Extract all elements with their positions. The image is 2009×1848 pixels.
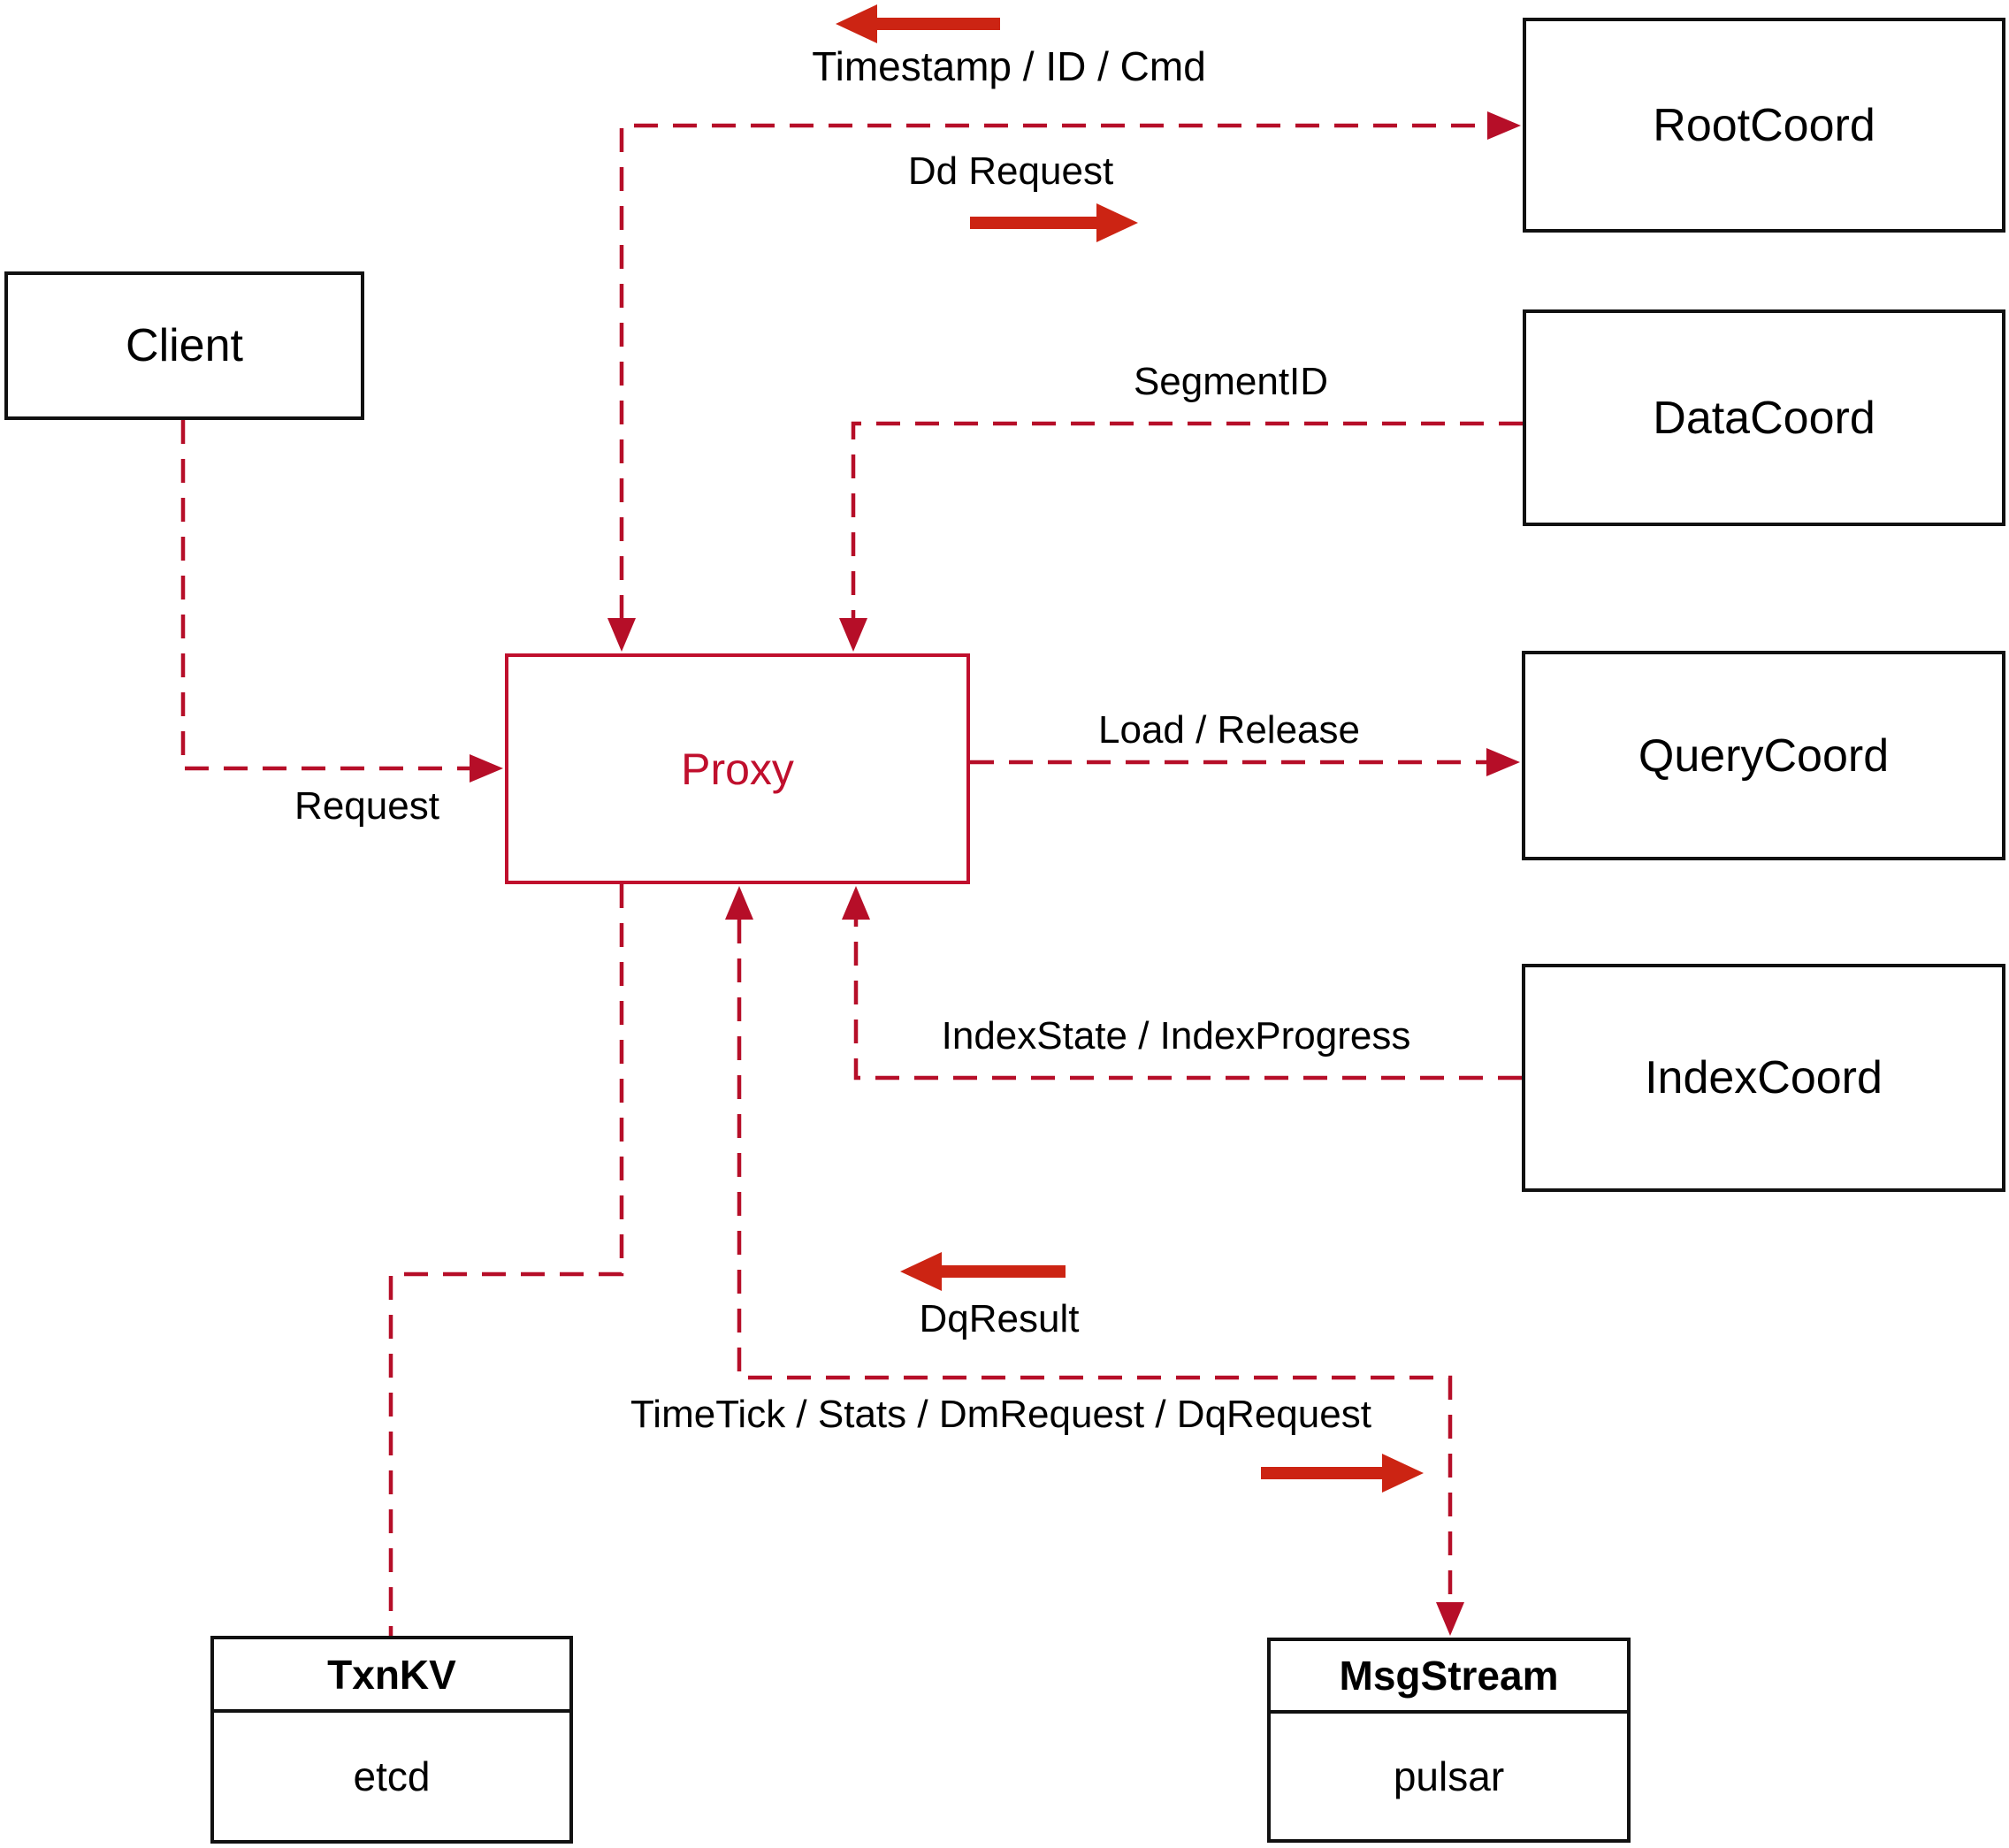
edge-label-indexstate-indexprogress: IndexState / IndexProgress: [941, 1014, 1411, 1058]
edge-label-dqresult: DqResult: [919, 1297, 1080, 1340]
arrow-left-timestamp-icon: [836, 4, 1000, 43]
arrowhead-into-proxy-top-left-icon: [607, 618, 636, 652]
node-msgstream-title: MsgStream: [1271, 1641, 1627, 1714]
arrowhead-into-msgstream-icon: [1436, 1602, 1464, 1636]
arrow-right-timetick-icon: [1261, 1454, 1424, 1493]
node-querycoord: QueryCoord: [1522, 651, 2005, 860]
node-client: Client: [4, 271, 364, 420]
edge-indexcoord-proxy: [853, 920, 1522, 1081]
edge-label-load-release: Load / Release: [1098, 708, 1360, 752]
node-querycoord-label: QueryCoord: [1638, 729, 1890, 782]
arrowhead-into-proxy-bottom-right-icon: [842, 886, 870, 920]
edge-client-proxy: [180, 420, 470, 771]
edge-label-request: Request: [294, 784, 439, 828]
edge-proxy-rootcoord: [619, 123, 1487, 619]
arrowhead-into-proxy-bottom-left-icon: [725, 886, 753, 920]
arrowhead-into-proxy-top-right-icon: [839, 618, 867, 652]
node-rootcoord: RootCoord: [1523, 18, 2005, 233]
node-msgstream: MsgStream pulsar: [1267, 1638, 1631, 1843]
node-datacoord-label: DataCoord: [1653, 392, 1875, 444]
edge-label-segmentid: SegmentID: [1133, 360, 1329, 403]
edge-datacoord-proxy: [851, 421, 1523, 619]
arrowhead-into-rootcoord-icon: [1487, 111, 1521, 140]
arrow-right-dd-request-icon: [970, 203, 1138, 242]
node-client-label: Client: [126, 320, 243, 371]
node-rootcoord-label: RootCoord: [1653, 99, 1875, 151]
node-indexcoord-label: IndexCoord: [1645, 1052, 1883, 1103]
arrowhead-into-querycoord-icon: [1486, 748, 1520, 776]
node-txnkv-title: TxnKV: [214, 1639, 569, 1713]
node-datacoord: DataCoord: [1523, 309, 2005, 526]
arrow-left-dqresult-icon: [900, 1252, 1066, 1291]
node-txnkv: TxnKV etcd: [210, 1636, 573, 1844]
node-proxy: Proxy: [505, 653, 970, 884]
edge-proxy-txnkv: [388, 884, 624, 1636]
node-proxy-label: Proxy: [681, 744, 794, 794]
node-msgstream-impl: pulsar: [1393, 1753, 1505, 1799]
node-indexcoord: IndexCoord: [1522, 964, 2005, 1192]
edge-label-timetick-stats-dmrequest-dqrequest: TimeTick / Stats / DmRequest / DqRequest: [630, 1393, 1371, 1436]
edge-label-dd-request: Dd Request: [907, 149, 1114, 193]
edge-label-timestamp-id-cmd: Timestamp / ID / Cmd: [812, 43, 1206, 89]
node-txnkv-impl: etcd: [353, 1753, 431, 1799]
arrowhead-into-proxy-left-icon: [470, 754, 503, 783]
